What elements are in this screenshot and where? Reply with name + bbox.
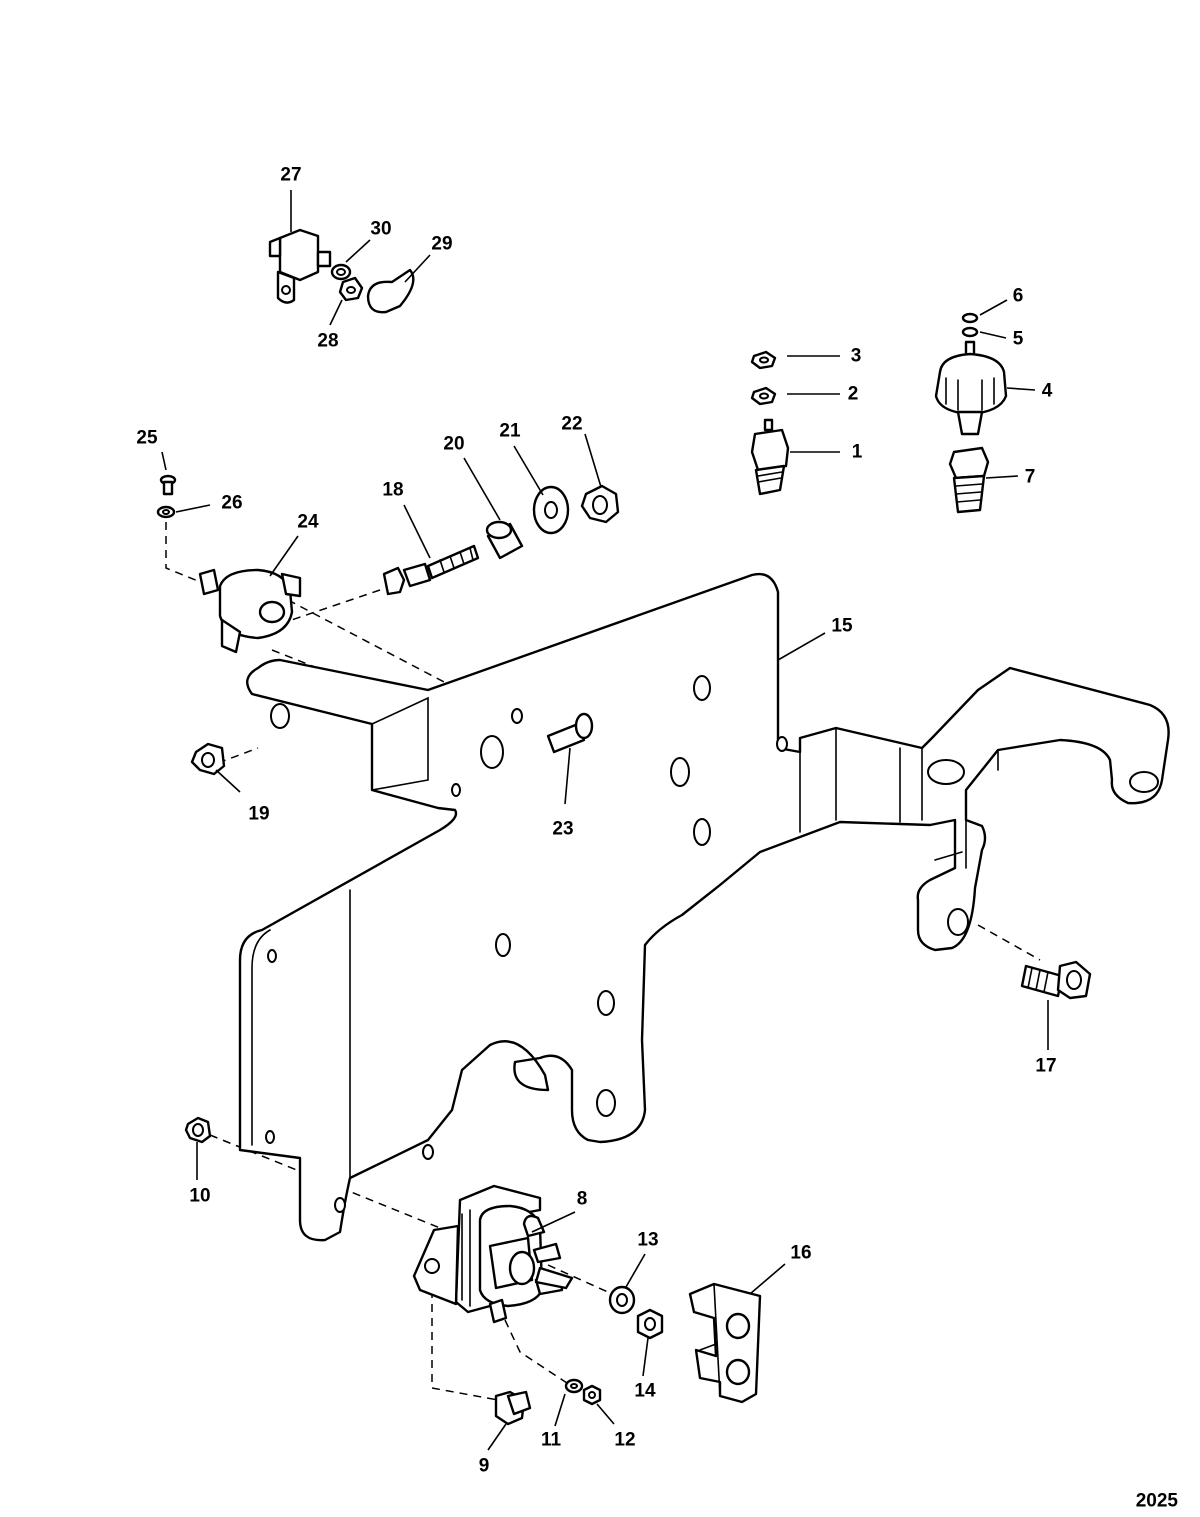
callout-16: 16 [790,1243,811,1264]
part-25-screw [159,474,177,496]
part-4-sender [934,340,1008,436]
callout-2: 2 [848,384,859,405]
part-11-washer [564,1378,584,1394]
part-29-boot [366,268,415,314]
callout-28: 28 [317,331,338,352]
part-23-screw [546,712,594,754]
callout-29: 29 [431,234,452,255]
figure-number: 2025 [1136,1491,1179,1512]
part-22-nut [580,484,620,524]
callout-13: 13 [637,1230,658,1251]
part-18-stud [382,544,480,596]
part-26-washer [156,505,176,519]
callout-21: 21 [499,421,521,442]
callout-11: 11 [541,1430,562,1451]
callout-22: 22 [561,414,582,435]
part-1-sender [750,418,790,496]
callout-14: 14 [634,1381,656,1402]
leader-lines [161,190,1049,1451]
callout-4: 4 [1042,381,1053,402]
part-17-bolt [1020,960,1092,1000]
callout-27: 27 [280,165,301,186]
callout-1: 1 [852,442,863,463]
callout-25: 25 [136,428,158,449]
callout-20: 20 [443,434,464,455]
callout-30: 30 [370,219,391,240]
part-6-washer [961,312,979,324]
part-8-solenoid [412,1184,574,1324]
part-12-nut [582,1384,602,1406]
callout-5: 5 [1013,329,1024,350]
part-9-bolt [494,1390,532,1426]
callout-9: 9 [479,1456,490,1477]
part-14-nut [636,1308,664,1340]
part-20-spacer [485,520,524,560]
part-3-nut [750,350,777,370]
part-7-fitting [948,446,990,514]
callout-10: 10 [189,1186,210,1207]
callout-17: 17 [1035,1056,1056,1077]
callout-12: 12 [614,1430,635,1451]
part-19-nut [190,742,226,776]
part-30-washer [330,263,352,281]
part-28-nut [338,276,364,302]
callout-19: 19 [248,804,269,825]
callout-23: 23 [552,819,573,840]
part-2-nut [750,386,777,406]
part-21-washer [532,485,570,535]
part-24-circuit-breaker [198,568,302,654]
part-13-washer [608,1285,636,1315]
callout-18: 18 [382,480,403,501]
part-5-washer [961,326,979,338]
callout-26: 26 [221,493,242,514]
callout-7: 7 [1025,467,1036,488]
callout-3: 3 [851,346,862,367]
part-27-switch [268,228,332,304]
callout-6: 6 [1013,286,1024,307]
callout-24: 24 [297,512,319,533]
part-16-clip [688,1282,762,1404]
callout-15: 15 [831,616,853,637]
callout-8: 8 [577,1189,588,1210]
callout-labels: 27 30 29 28 6 5 3 4 2 1 7 25 20 21 22 18… [136,165,1178,1512]
part-10-nut [184,1116,212,1144]
mounting-plate [238,572,1170,1242]
